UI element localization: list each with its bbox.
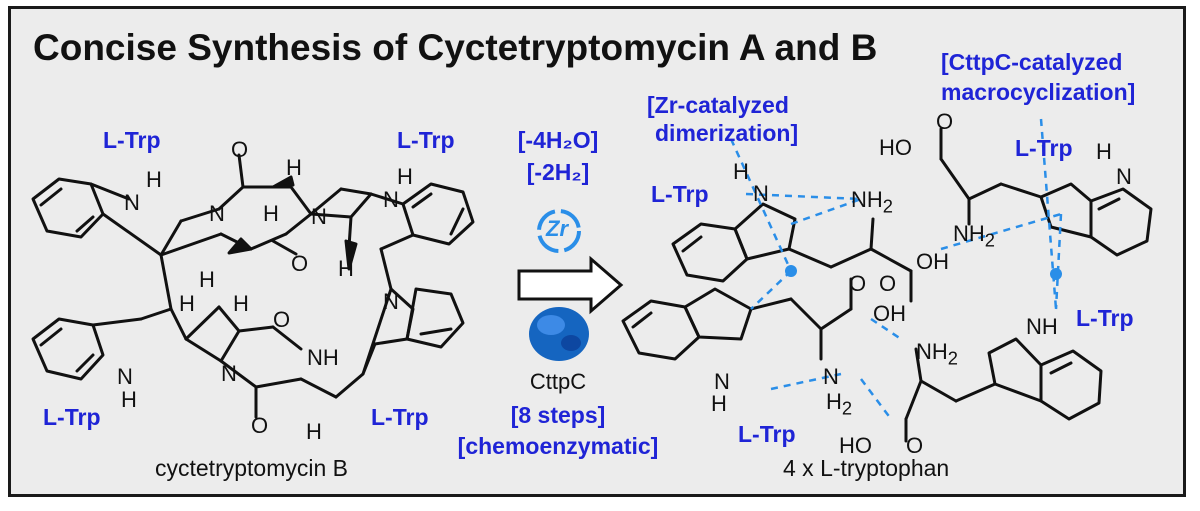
zr-annotation: [Zr-catalyzed dimerization] [647, 92, 799, 146]
atom-label: N [209, 201, 225, 226]
enzyme-icon [529, 307, 589, 361]
atom-label: HO [879, 135, 912, 160]
atom-label: H [146, 167, 162, 192]
left-upper-benzene [31, 177, 105, 239]
atom-label: O [849, 271, 867, 296]
enzyme-name: CttpC [529, 369, 587, 394]
trp-label: L-Trp [651, 181, 709, 207]
product-label: 4 x L-tryptophan [783, 455, 950, 481]
atom-label: H [306, 419, 322, 444]
left-lower-indole [361, 287, 465, 376]
trp-label: L-Trp [371, 404, 429, 430]
atom-label: N [1116, 164, 1132, 189]
atom-label: H [199, 267, 215, 292]
atom-label: H [711, 391, 727, 416]
molecule-drawings [31, 118, 1153, 443]
condition-dehydrogenation: [-2H₂] [526, 159, 590, 185]
condition-dehydration: [-4H₂O] [517, 127, 599, 153]
atom-label: HO [839, 433, 872, 458]
atom-label: H [286, 155, 302, 180]
atom-label: O [231, 137, 249, 162]
zr-logo-label: Zr [546, 216, 568, 241]
atom-label: N [714, 369, 730, 394]
trp-label: L-Trp [1076, 305, 1134, 331]
zr-logo-icon [537, 209, 581, 253]
reaction-arrow [517, 255, 624, 315]
atom-label: H [338, 256, 354, 281]
trp-2 [939, 127, 1153, 257]
scheme-frame: Concise Synthesis of Cyctetryptomycin A … [8, 6, 1186, 497]
trp-label: L-Trp [103, 127, 161, 153]
atom-label: N [124, 190, 140, 215]
atom-label: NH [307, 345, 339, 370]
atom-label: NH2 [851, 187, 893, 217]
trp-label: L-Trp [738, 421, 796, 447]
compound-name: cyctetryptomycin B [155, 455, 348, 481]
atom-label: N [221, 361, 237, 386]
atom-label: H [121, 387, 137, 412]
atom-label: H [263, 201, 279, 226]
atom-label: NH2 [953, 221, 995, 251]
atom-label: H [233, 291, 249, 316]
atom-label: N [823, 364, 839, 389]
atom-label: O [879, 271, 897, 296]
step-count: [8 steps] [510, 402, 606, 428]
approach-label: [chemoenzymatic] [457, 433, 659, 459]
atom-label: H2 [826, 389, 853, 419]
atom-label: N [383, 187, 399, 212]
atom-label: N [753, 181, 769, 206]
atom-label: OH [873, 301, 906, 326]
trp-1 [671, 202, 913, 303]
atom-label: H [179, 291, 195, 316]
atom-label: O [291, 251, 309, 276]
cttpc-annotation: [CttpC-catalyzed macrocyclization] [941, 49, 1136, 105]
trp-label: L-Trp [1015, 135, 1073, 161]
atom-label: NH2 [916, 339, 958, 369]
atom-label: NH [1026, 314, 1058, 339]
atom-label: H [397, 164, 413, 189]
atom-label: OH [916, 249, 949, 274]
atom-label: N [117, 364, 133, 389]
atom-label: H [1096, 139, 1112, 164]
trp-3 [621, 277, 853, 361]
atom-label: O [273, 307, 291, 332]
scheme-title: Concise Synthesis of Cyctetryptomycin A … [33, 27, 878, 68]
atom-label: H [733, 159, 749, 184]
atom-label: N [383, 289, 399, 314]
trp-label: L-Trp [397, 127, 455, 153]
atom-label: O [936, 109, 954, 134]
left-lower-benzene [31, 317, 105, 381]
atom-label: O [251, 413, 269, 438]
atom-label: O [906, 433, 924, 458]
trp-4 [904, 337, 1103, 443]
atom-label: N [311, 204, 327, 229]
trp-label: L-Trp [43, 404, 101, 430]
